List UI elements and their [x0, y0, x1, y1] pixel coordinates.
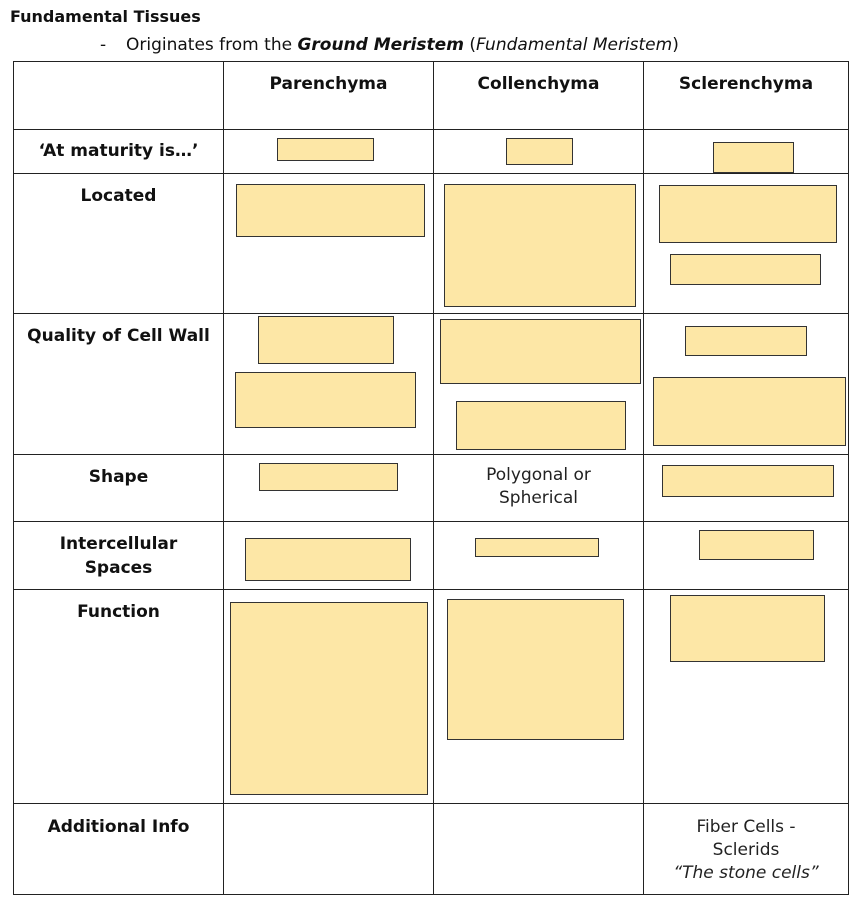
cell-parenchyma-intercellular — [223, 521, 434, 590]
sclerenchyma-additional-text: Fiber Cells - Sclerids “The stone cells” — [644, 804, 848, 885]
redacted-answer-box — [653, 377, 846, 446]
bullet-dash: - — [100, 35, 107, 55]
tissues-table: Parenchyma Collenchyma Sclerenchyma ‘At … — [13, 61, 849, 895]
header-empty-cell — [13, 61, 224, 130]
redacted-answer-box — [230, 602, 428, 795]
redacted-answer-box — [659, 185, 837, 243]
redacted-answer-box — [670, 254, 821, 285]
table-row: Shape Polygonal or Spherical — [13, 454, 849, 522]
redacted-answer-box — [447, 599, 624, 740]
table-row: Function — [13, 589, 849, 804]
additional-line-3: “The stone cells” — [673, 863, 819, 883]
row-label-function: Function — [13, 589, 224, 804]
row-label-located: Located — [13, 173, 224, 314]
page-title: Fundamental Tissues — [10, 7, 201, 26]
column-header-parenchyma: Parenchyma — [223, 61, 434, 130]
cell-sclerenchyma-additional: Fiber Cells - Sclerids “The stone cells” — [643, 803, 849, 895]
cell-parenchyma-cell-wall — [223, 313, 434, 455]
cell-collenchyma-maturity — [433, 129, 644, 174]
cell-collenchyma-additional — [433, 803, 644, 895]
table-row: ‘At maturity is…’ — [13, 129, 849, 174]
redacted-answer-box — [245, 538, 411, 581]
shape-line-1: Polygonal or — [486, 465, 591, 485]
additional-line-2: Sclerids — [712, 840, 780, 860]
redacted-answer-box — [475, 538, 599, 557]
row-label-intercellular-spaces: Intercellular Spaces — [13, 521, 224, 590]
cell-parenchyma-additional — [223, 803, 434, 895]
row-label-line-2: Spaces — [84, 558, 153, 578]
row-label-additional-info: Additional Info — [13, 803, 224, 895]
cell-sclerenchyma-cell-wall — [643, 313, 849, 455]
shape-line-2: Spherical — [498, 488, 578, 508]
table-row: Intercellular Spaces — [13, 521, 849, 590]
cell-collenchyma-cell-wall — [433, 313, 644, 455]
cell-parenchyma-maturity — [223, 129, 434, 174]
row-label-quality-of-cell-wall: Quality of Cell Wall — [13, 313, 224, 455]
cell-parenchyma-shape — [223, 454, 434, 522]
redacted-answer-box — [277, 138, 374, 161]
subtitle-fundamental-meristem: Fundamental Meristem — [475, 35, 673, 55]
cell-sclerenchyma-located — [643, 173, 849, 314]
cell-collenchyma-shape: Polygonal or Spherical — [433, 454, 644, 522]
redacted-answer-box — [662, 465, 834, 497]
redacted-answer-box — [456, 401, 626, 450]
header-row: Parenchyma Collenchyma Sclerenchyma — [13, 61, 849, 130]
cell-sclerenchyma-shape — [643, 454, 849, 522]
table-row: Additional Info Fiber Cells - Sclerids “… — [13, 803, 849, 895]
row-label-at-maturity: ‘At maturity is…’ — [13, 129, 224, 174]
subtitle: -Originates from the Ground Meristem (Fu… — [100, 35, 679, 55]
cell-collenchyma-located — [433, 173, 644, 314]
redacted-answer-box — [259, 463, 398, 491]
table-row: Located — [13, 173, 849, 314]
cell-parenchyma-function — [223, 589, 434, 804]
column-header-sclerenchyma: Sclerenchyma — [643, 61, 849, 130]
redacted-answer-box — [685, 326, 807, 356]
redacted-answer-box — [713, 142, 794, 173]
cell-collenchyma-intercellular — [433, 521, 644, 590]
subtitle-ground-meristem: Ground Meristem — [297, 35, 464, 55]
redacted-answer-box — [258, 316, 394, 364]
redacted-answer-box — [444, 184, 636, 307]
redacted-answer-box — [440, 319, 641, 384]
additional-line-1: Fiber Cells - — [696, 817, 796, 837]
table-row: Quality of Cell Wall — [13, 313, 849, 455]
row-label-text: Quality of Cell Wall — [27, 326, 210, 346]
cell-parenchyma-located — [223, 173, 434, 314]
row-label-shape: Shape — [13, 454, 224, 522]
redacted-answer-box — [235, 372, 416, 428]
cell-sclerenchyma-function — [643, 589, 849, 804]
cell-collenchyma-function — [433, 589, 644, 804]
redacted-answer-box — [506, 138, 573, 165]
subtitle-prefix: Originates from the — [126, 35, 298, 55]
collenchyma-shape-text: Polygonal or Spherical — [434, 455, 643, 510]
redacted-answer-box — [670, 595, 825, 662]
column-header-collenchyma: Collenchyma — [433, 61, 644, 130]
cell-sclerenchyma-maturity — [643, 129, 849, 174]
redacted-answer-box — [236, 184, 425, 237]
redacted-answer-box — [699, 530, 814, 560]
subtitle-close-paren: ) — [672, 35, 679, 55]
subtitle-open-paren: ( — [463, 35, 476, 55]
cell-sclerenchyma-intercellular — [643, 521, 849, 590]
row-label-line-1: Intercellular — [59, 534, 178, 554]
